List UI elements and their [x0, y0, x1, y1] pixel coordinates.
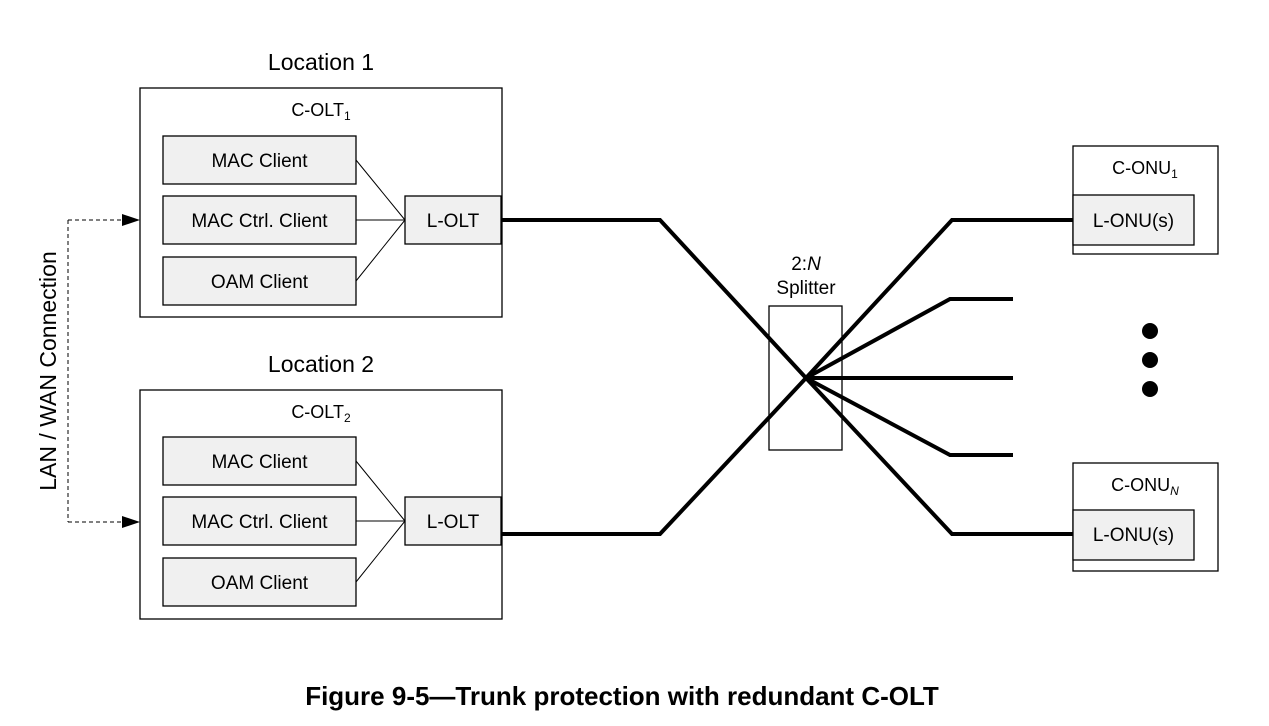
arrowhead-location2	[122, 516, 140, 528]
lolt1-label: L-OLT	[427, 211, 480, 232]
mac-client-box-1	[162, 135, 357, 185]
lan-wan-connection-label: LAN / WAN Connection	[35, 251, 61, 490]
oam-client-label-2: OAM Client	[211, 573, 309, 594]
ellipsis-dot	[1142, 381, 1158, 397]
location2-clients: MAC Client MAC Ctrl. Client OAM Client	[162, 436, 357, 607]
location2-title: Location 2	[268, 351, 374, 377]
splitter-ratio: 2:N	[791, 254, 821, 275]
ellipsis-dot	[1142, 323, 1158, 339]
mac-client-label-1: MAC Client	[211, 151, 308, 172]
mac-ctrl-client-box-1	[162, 195, 357, 245]
colt2-label: C-OLT2	[291, 402, 351, 425]
location2-client-links	[355, 460, 406, 583]
ellipsis-dot	[1142, 352, 1158, 368]
fiber-olt1-to-splitter	[501, 218, 808, 380]
fiber-olt2-to-splitter	[501, 376, 808, 536]
arrowhead-location1	[122, 214, 140, 226]
colt1-label: C-OLT1	[291, 100, 351, 123]
fiber-splitter-to-onu1	[804, 218, 1073, 380]
location1-client-links	[355, 159, 406, 282]
oam-client-box-2	[162, 557, 357, 607]
lonu1-label: L-ONU(s)	[1093, 211, 1174, 232]
location1-clients: MAC Client MAC Ctrl. Client OAM Client	[162, 135, 357, 306]
mac-client-label-2: MAC Client	[211, 452, 308, 473]
oam-client-label-1: OAM Client	[211, 272, 309, 293]
fiber-splitter-branch-4	[805, 376, 1013, 457]
conu1-label: C-ONU1	[1112, 158, 1178, 181]
lonuN-box	[1072, 509, 1195, 561]
mac-ctrl-client-label-2: MAC Ctrl. Client	[191, 512, 328, 533]
fiber-splitter-branch-2	[805, 297, 1013, 380]
oam-client-box-1	[162, 256, 357, 306]
figure-caption: Figure 9-5—Trunk protection with redunda…	[305, 681, 939, 711]
mac-ctrl-client-label-1: MAC Ctrl. Client	[191, 211, 328, 232]
location1-title: Location 1	[268, 49, 374, 75]
lolt2-box	[404, 496, 502, 546]
fiber-splitter-to-onuN	[804, 376, 1073, 536]
lonu1-box	[1072, 194, 1195, 246]
lolt1-box	[404, 195, 502, 245]
conuN-label: C-ONUN	[1111, 475, 1179, 498]
lolt2-label: L-OLT	[427, 512, 480, 533]
mac-client-box-2	[162, 436, 357, 486]
lonuN-label: L-ONU(s)	[1093, 525, 1174, 546]
splitter-label: Splitter	[776, 278, 836, 299]
